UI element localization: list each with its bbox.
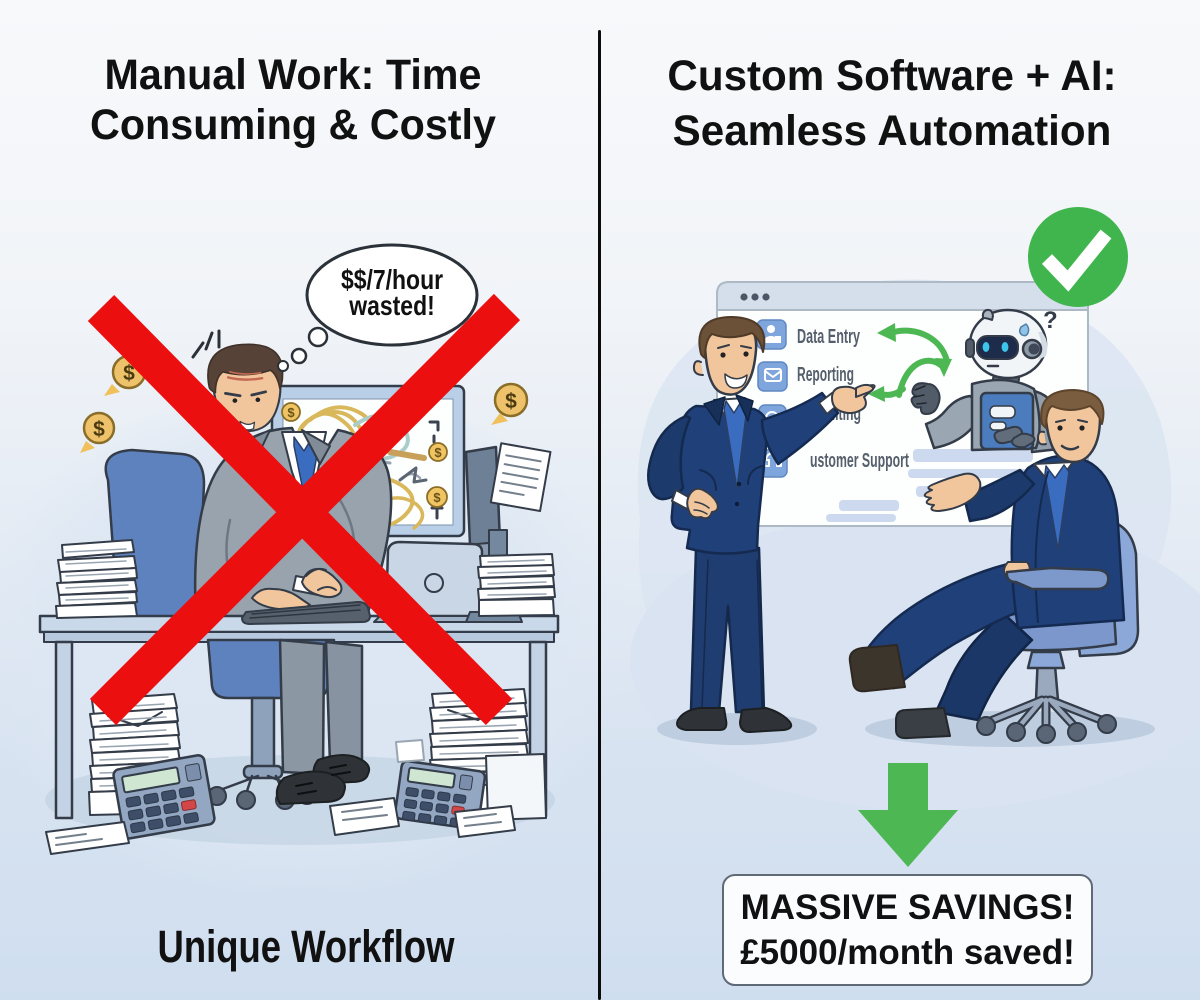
svg-text:$: $ [287, 405, 295, 420]
svg-text:Reporting: Reporting [797, 364, 854, 386]
svg-text:$: $ [505, 390, 517, 413]
svg-text:$: $ [433, 490, 441, 505]
svg-text:Data Entry: Data Entry [797, 326, 861, 348]
svg-text:$: $ [93, 418, 105, 441]
svg-text:ustomer Support: ustomer Support [810, 450, 909, 472]
svg-text:?: ? [1043, 307, 1058, 334]
svg-text:$: $ [434, 445, 442, 460]
svg-text:$: $ [123, 362, 135, 385]
